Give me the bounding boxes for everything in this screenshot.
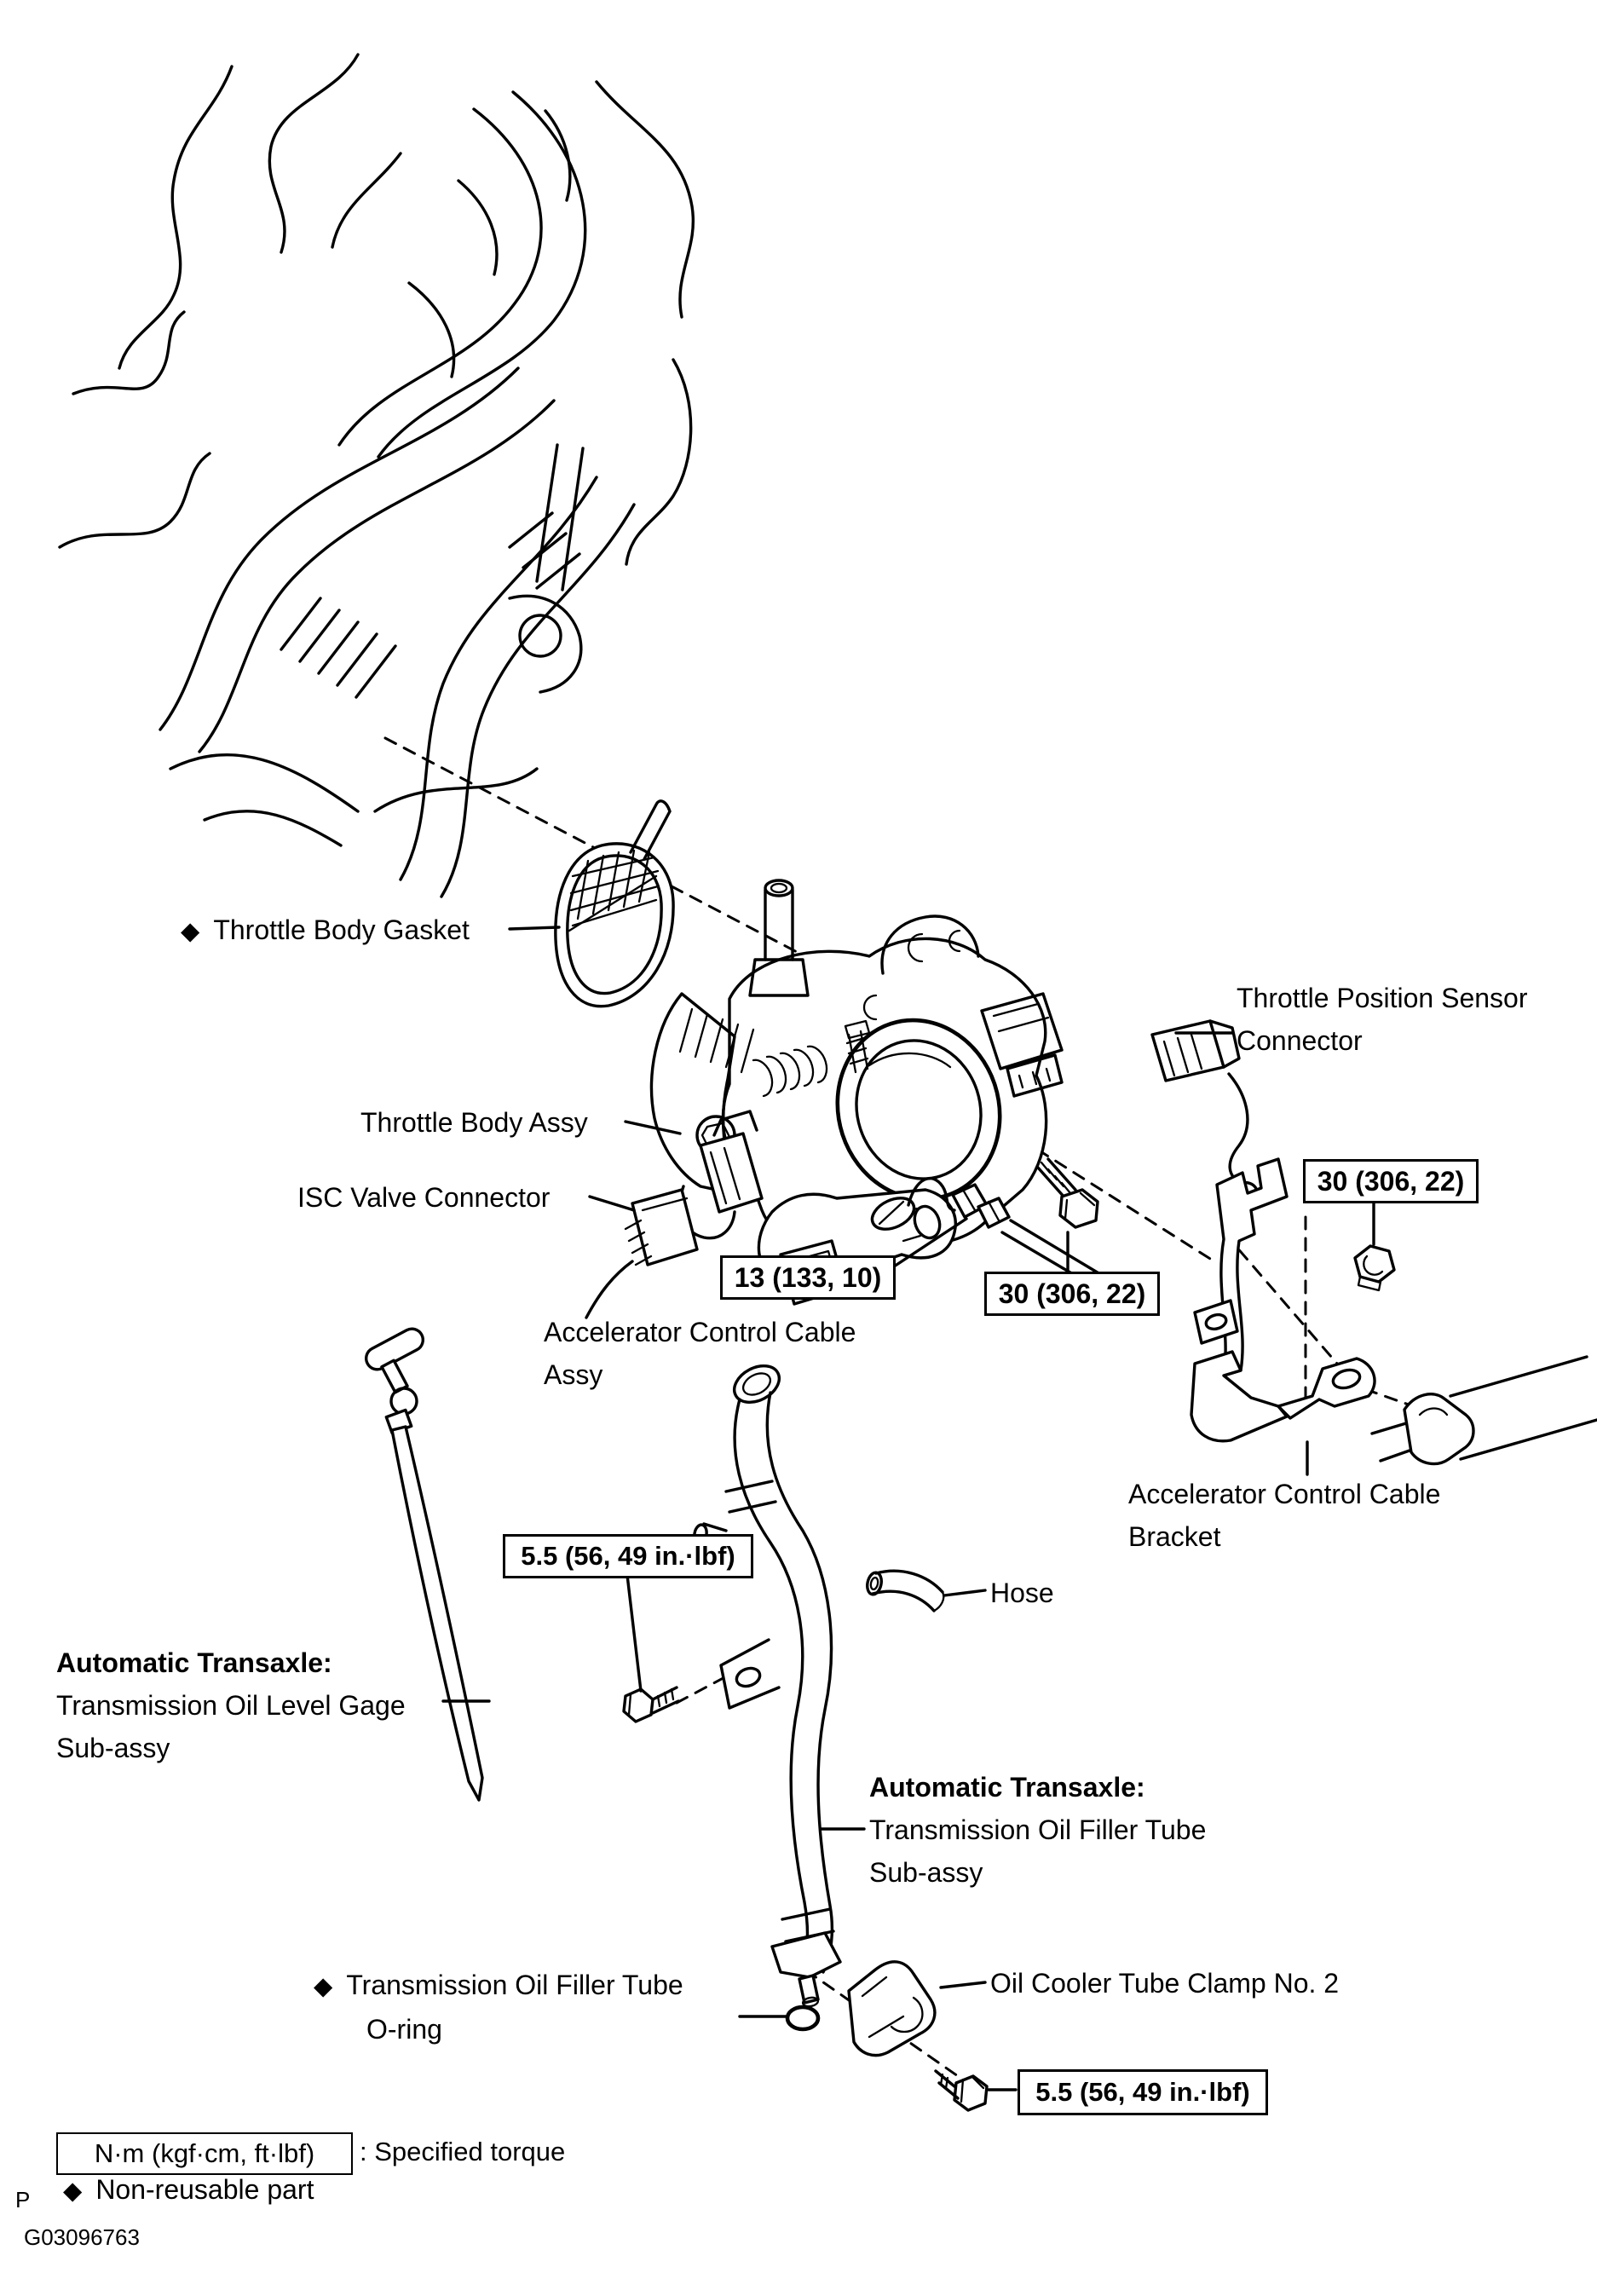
label-heading: Automatic Transaxle: [869, 1772, 1145, 1803]
leader-lines [441, 926, 1375, 2091]
isc-connector-drawing [585, 1110, 764, 1319]
label-isc-valve-connector: ISC Valve Connector [297, 1182, 551, 1213]
label-throttle-body-assy: Throttle Body Assy [360, 1107, 588, 1138]
torque-callout-55-gage: 5.5 (56, 49 in.·lbf) [503, 1534, 753, 1578]
oil-cooler-clamp-drawing [847, 1960, 937, 2057]
accelerator-cable-bracket-drawing [1190, 1157, 1376, 1443]
engine-line-art [58, 53, 695, 898]
label-heading: Automatic Transaxle: [56, 1647, 332, 1678]
label-tps-connector: Throttle Position Sensor Connector [1237, 983, 1528, 1056]
legend-torque-description: : Specified torque [360, 2137, 566, 2166]
torque-callout-30-bolt: 30 (306, 22) [984, 1272, 1160, 1316]
non-reusable-diamond-icon: ◆ [63, 2178, 83, 2205]
legend-torque-box: N·m (kgf·cm, ft·lbf) [56, 2132, 353, 2175]
label-oil-level-gage: Automatic Transaxle: Transmission Oil Le… [56, 1641, 406, 1769]
throttle-body-gasket-drawing [554, 799, 675, 1008]
mount-bolt-drawing [1036, 1157, 1099, 1229]
non-reusable-diamond-icon: ◆ [314, 1973, 333, 2000]
torque-callout-30-nut: 30 (306, 22) [1303, 1159, 1479, 1203]
label-hose: Hose [990, 1578, 1054, 1608]
bracket-nut-drawing [1353, 1244, 1396, 1292]
throttle-body-drawing [649, 879, 1064, 1306]
oil-level-gage-drawing [364, 1327, 484, 1802]
page-marker: P [15, 2187, 31, 2212]
torque-callout-13: 13 (133, 10) [720, 1255, 896, 1300]
cable-clamp-tube-drawing [1370, 1355, 1597, 1466]
hose-drawing [866, 1569, 945, 1612]
clamp-bolt-drawing [934, 2069, 989, 2112]
label-throttle-body-gasket: ◆ Throttle Body Gasket [181, 909, 470, 953]
label-oil-filler-tube: Automatic Transaxle: Transmission Oil Fi… [869, 1766, 1206, 1894]
torque-callout-55-clamp: 5.5 (56, 49 in.·lbf) [1018, 2069, 1268, 2115]
tps-connector-drawing [1150, 1019, 1259, 1199]
label-filler-tube-oring: ◆Transmission Oil Filler Tube O-ring [314, 1970, 683, 2045]
legend-non-reusable: ◆Non-reusable part [63, 2174, 314, 2205]
label-oil-cooler-clamp: Oil Cooler Tube Clamp No. 2 [990, 1968, 1340, 1999]
accelerator-cable-drawing [870, 1176, 1123, 1290]
level-gage-bolt-drawing [622, 1686, 680, 1723]
label-accelerator-cable-bracket: Accelerator Control Cable Bracket [1128, 1479, 1441, 1552]
oil-filler-tube-drawing [693, 1364, 842, 2008]
label-accelerator-cable-assy: Accelerator Control Cable Assy [544, 1317, 856, 1390]
label-text: Throttle Body Gasket [213, 914, 470, 945]
oring-drawing [785, 2005, 821, 2032]
figure-code: G03096763 [24, 2224, 140, 2250]
non-reusable-diamond-icon: ◆ [181, 918, 200, 945]
